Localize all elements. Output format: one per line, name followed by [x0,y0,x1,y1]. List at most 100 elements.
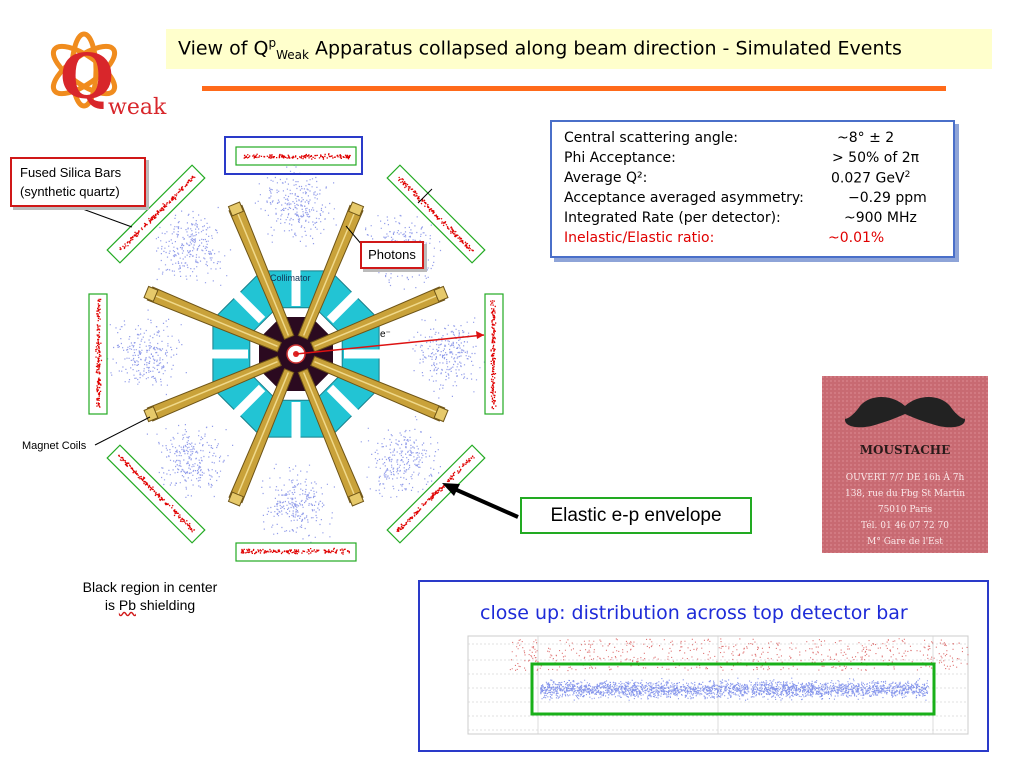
elastic-events [490,300,497,410]
elastic-events [240,547,350,555]
param-label: Inelastic/Elastic ratio: [564,230,715,246]
stamp-metro: M° Gare de l'Est [867,537,943,547]
magnet-coil [310,355,449,423]
moustache-stamp: MOUSTACHE OUVERT 7/7 DE 16h À 7h 138, ru… [822,376,988,553]
top-bar-highlight [224,136,363,175]
elastic-pointer [449,485,519,519]
coil-highlight [235,372,290,499]
atom-orbits-icon [50,31,118,109]
coil-highlight [151,293,278,348]
param-value: 0.027 GeV2 [831,170,911,187]
quartz-bar-outline [88,293,108,415]
quartz-bar [106,164,206,264]
photon-blob [254,162,337,247]
quartz-bar [106,444,206,544]
elastic-arrowhead [442,483,460,496]
page-title: View of QpWeak Apparatus collapsed along… [178,36,902,63]
closeup-bar-outline [530,662,936,716]
pb-label-line1: Black region in center [82,579,218,595]
photon-blob [103,309,187,396]
electron-label: e⁻ [380,329,391,340]
param-label: Phi Acceptance: [564,150,676,166]
pb-shielding-label: Black region in center is Pb shielding [60,578,240,614]
quartz-bar [88,293,108,415]
bar-pointer [417,188,433,204]
pb-label-line2: is Pb shielding [104,597,196,613]
quartz-bar [386,164,486,264]
coil-cap [347,491,365,507]
photon-blob [155,206,232,286]
closeup-elastic-events [540,677,929,701]
elastic-events [243,153,351,160]
fused-pointer [79,207,133,228]
fused-silica-callout: Fused Silica Bars (synthetic quartz) [10,157,146,207]
magnet-coil [227,368,295,507]
collimator-gap [227,384,266,423]
closeup-scatter [509,638,969,701]
photon-blob [261,463,335,547]
electron-arrowhead [476,331,484,339]
coil-highlight [302,372,357,499]
moustache-icon [844,397,966,428]
quartz-bar [235,542,357,562]
photon-blob [408,317,491,399]
magnet-coil [297,368,365,507]
quartz-bar [386,444,486,544]
stamp-phone: Tél. 01 46 07 72 70 [861,520,949,531]
magnet-coil [227,201,295,340]
collimator-gap [326,285,365,324]
photons-callout: Photons [360,241,424,269]
magnet-coil [310,285,449,353]
coil-cap [143,285,159,303]
param-value: ~0.01% [828,230,885,246]
stamp-hours: OUVERT 7/7 DE 16h À 7h [846,471,965,483]
param-value: ~8° ± 2 [837,130,895,146]
coil-highlight [314,360,441,415]
logo-big-letter: Q [60,40,114,113]
magnet-coils-label: Magnet Coils [22,440,87,452]
quartz-bar [484,293,504,415]
collimator-gap [326,384,365,423]
param-label: Integrated Rate (per detector): [564,210,781,226]
param-label: Central scattering angle: [564,130,739,146]
magnet-pointer [94,416,151,446]
coil-highlight [235,209,290,336]
elastic-events [396,455,475,533]
closeup-panel: close up: distribution across top detect… [418,580,989,752]
param-label: Acceptance averaged asymmetry: [564,190,804,206]
collimator-gap [227,285,266,324]
closeup-distribution-plot [467,635,969,735]
coil-highlight [314,293,441,348]
magnet-coils-group [143,201,449,507]
fused-silica-line2: (synthetic quartz) [20,184,120,199]
quartz-bar [235,146,357,166]
stamp-name: MOUSTACHE [860,443,951,457]
coil-cap [227,491,245,507]
coil-cap [347,201,365,217]
detector-diagram: e⁻ Collimator [79,136,519,562]
stamp-city: 75010 Paris [878,505,933,515]
magnet-coil [143,355,282,423]
fused-silica-line1: Fused Silica Bars [20,165,122,180]
coil-highlight [302,209,357,336]
elastic-events [397,176,475,252]
title-box: View of QpWeak Apparatus collapsed along… [166,29,992,69]
param-value: −0.29 ppm [848,190,927,206]
title-underline [202,86,946,91]
coil-cap [433,285,449,303]
elastic-events [119,175,196,251]
param-label: Average Q²: [564,170,648,186]
magnet-coil [297,201,365,340]
param-value: ~900 MHz [844,210,917,226]
electron-track [295,334,485,355]
photon-blob [360,416,441,498]
parameters-box: Central scattering angle: ~8° ± 2 Phi Ac… [550,120,955,258]
collimator-label: Collimator [270,273,311,283]
closeup-title: close up: distribution across top detect… [480,602,908,624]
elastic-envelope-callout: Elastic e-p envelope [520,497,752,534]
quartz-bars-group [88,146,504,562]
photon-scatter-group [103,162,491,547]
magnet-coil [143,285,282,353]
logo-text: weak [108,95,167,120]
closeup-background-events [509,638,969,672]
